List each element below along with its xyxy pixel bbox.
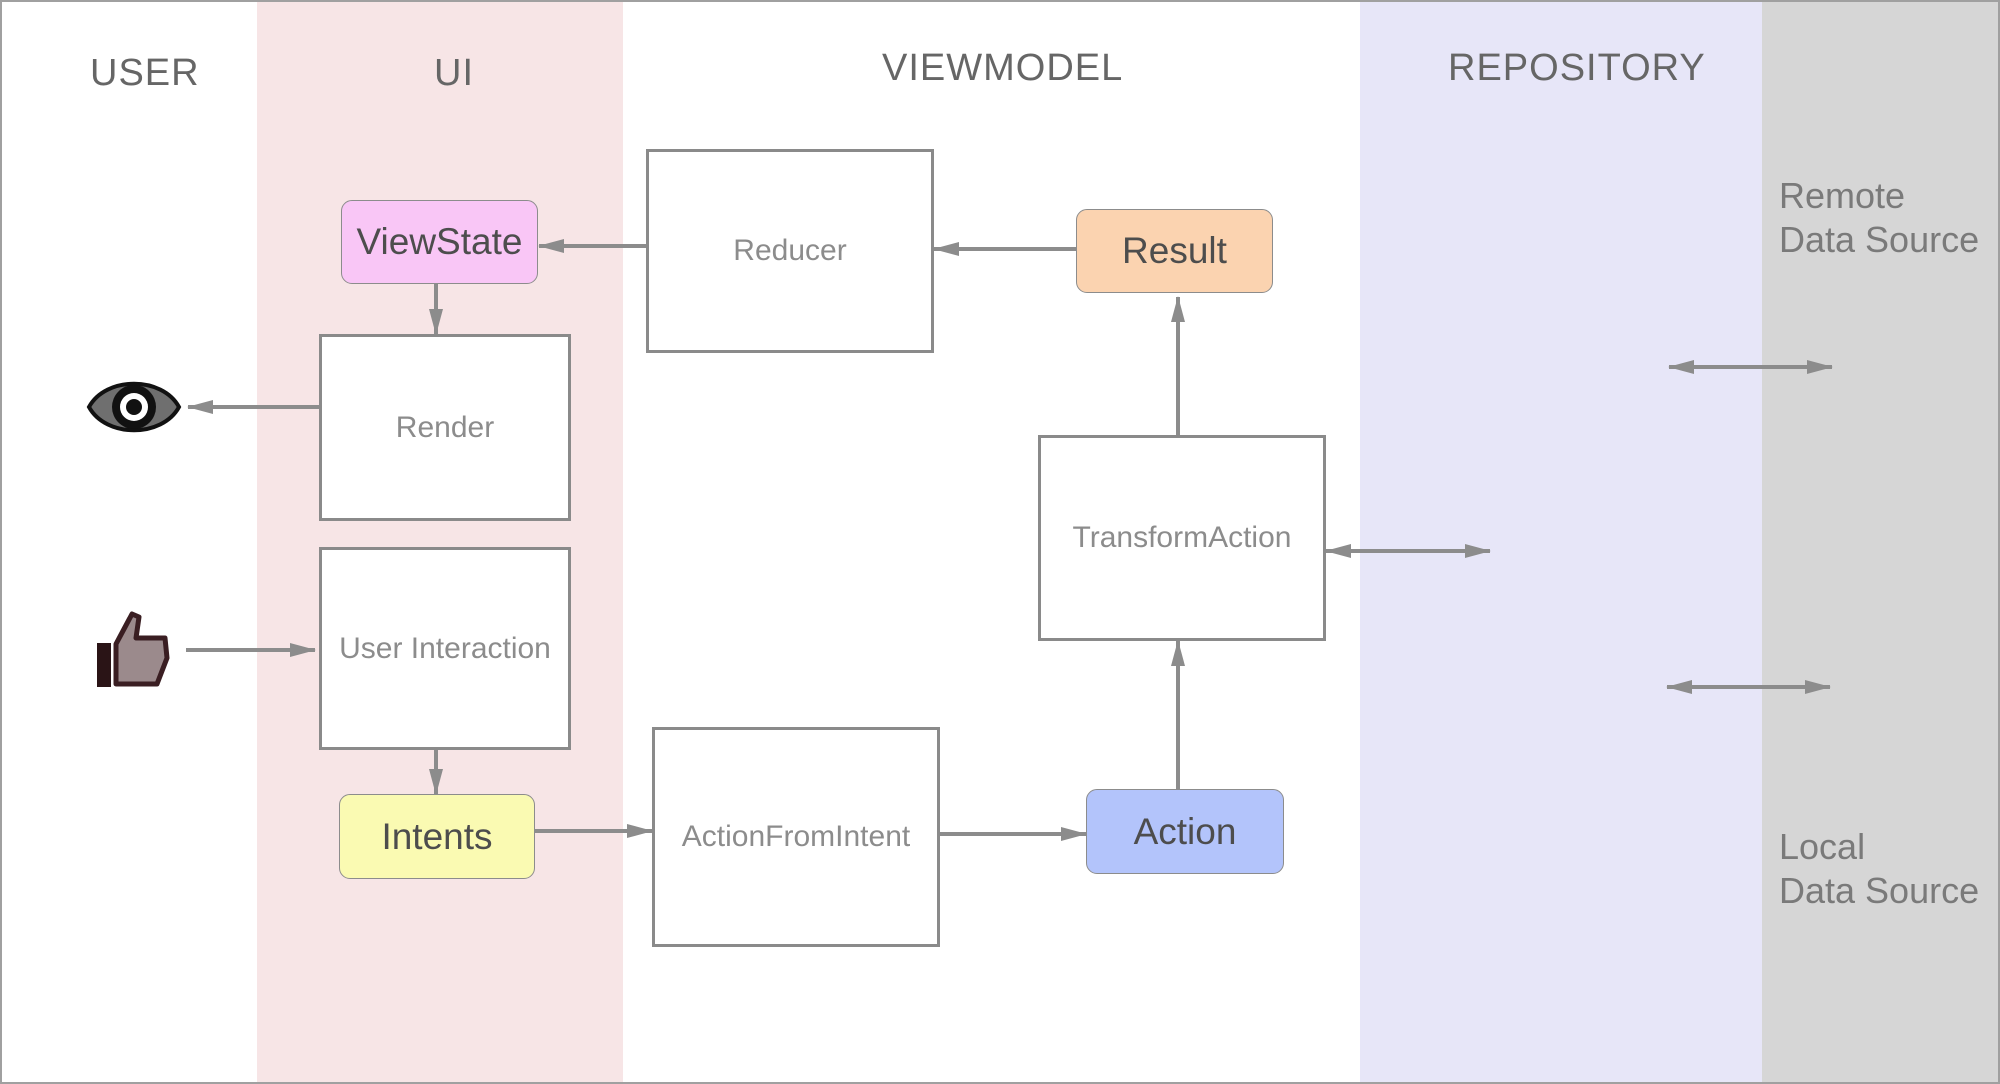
repository-lane <box>1360 2 1762 1082</box>
lane-title-repository: REPOSITORY <box>1448 47 1706 89</box>
eye-icon <box>86 381 182 433</box>
thumbs-up-icon <box>97 611 170 687</box>
user-interaction-node: User Interaction <box>319 547 571 750</box>
transform-action-node: TransformAction <box>1038 435 1326 641</box>
local-label-line1: Local <box>1779 826 1866 867</box>
result-node: Result <box>1076 209 1273 293</box>
remote-data-source-label: Remote Data Source <box>1779 174 1979 262</box>
action-from-intent-node: ActionFromIntent <box>652 727 940 947</box>
reducer-node: Reducer <box>646 149 934 353</box>
remote-label-line2: Data Source <box>1779 219 1980 260</box>
action-node: Action <box>1086 789 1284 874</box>
local-data-source-label: Local Data Source <box>1779 825 1979 913</box>
lane-title-user: USER <box>90 52 200 94</box>
remote-label-line1: Remote <box>1779 175 1906 216</box>
viewstate-node: ViewState <box>341 200 538 284</box>
render-node: Render <box>319 334 571 521</box>
intents-node: Intents <box>339 794 535 879</box>
data-source-lane <box>1762 2 1998 1082</box>
lane-title-viewmodel: VIEWMODEL <box>882 47 1124 89</box>
lane-title-ui: UI <box>434 52 474 94</box>
local-label-line2: Data Source <box>1779 870 1980 911</box>
ui-lane <box>257 2 623 1082</box>
